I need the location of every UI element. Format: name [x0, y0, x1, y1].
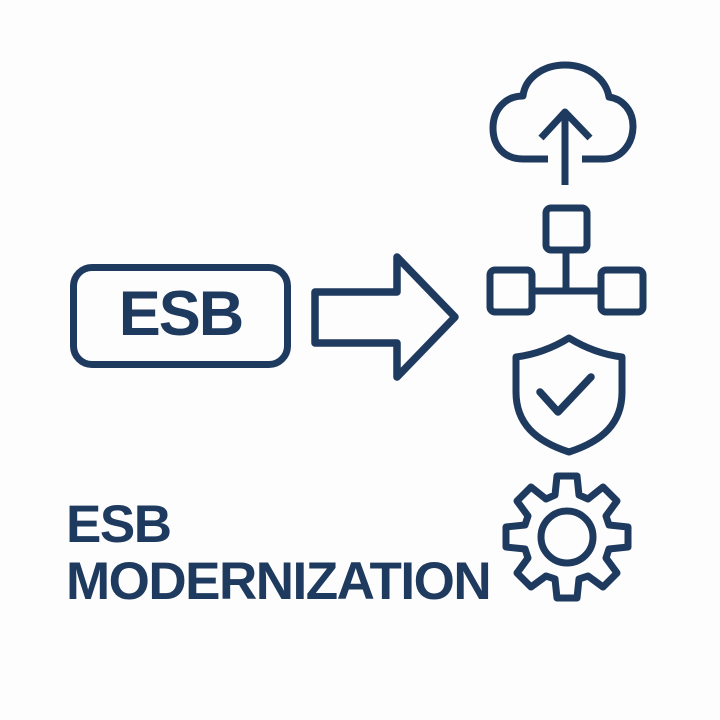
network-nodes-icon	[486, 204, 647, 316]
shield-check-icon	[512, 334, 626, 456]
gear-icon	[502, 472, 632, 602]
page-title: ESB MODERNIZATION	[66, 495, 492, 611]
cloud-upload-icon	[489, 61, 637, 185]
esb-source-label: ESB	[118, 279, 245, 349]
arrow-right-icon	[311, 253, 459, 381]
esb-source-box: ESB	[70, 264, 291, 368]
